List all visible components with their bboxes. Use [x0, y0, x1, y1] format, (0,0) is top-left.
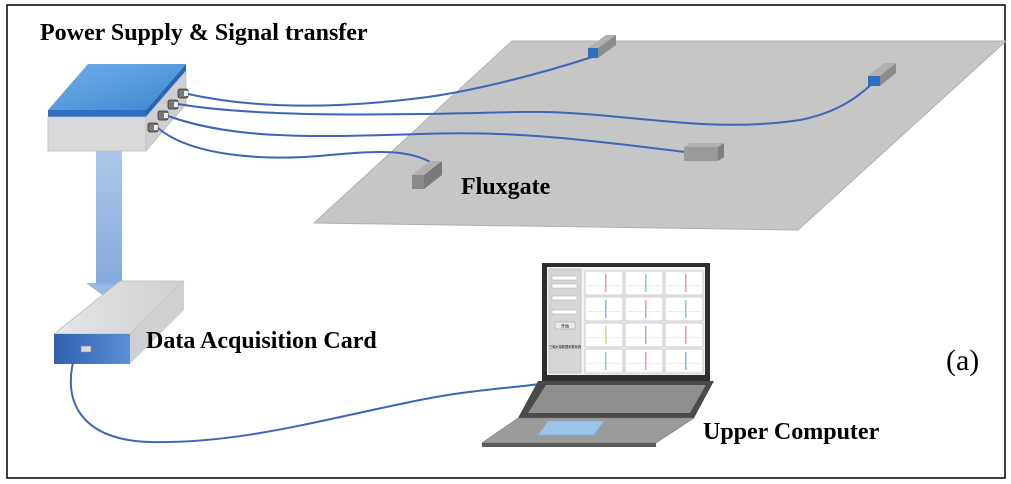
- sensor-plate: [312, 40, 1008, 231]
- fluxgate-sensor-3: [684, 143, 724, 161]
- screen-plot-tile: [624, 270, 664, 296]
- screen-plot-tile: [584, 270, 624, 296]
- fluxgate-label: Fluxgate: [461, 174, 551, 200]
- screen-plot-tile: [664, 296, 704, 322]
- connector-2: [167, 99, 179, 110]
- screen-plot-tile: [664, 348, 704, 374]
- screen-start-label: 开始: [561, 323, 569, 329]
- laptop: 开始 三轴大量数据采集系统: [481, 263, 714, 447]
- screen-plot-tile: [624, 296, 664, 322]
- upper-computer-label: Upper Computer: [703, 419, 880, 445]
- cable-sensor-2: [177, 82, 874, 126]
- connector-1: [177, 88, 189, 99]
- cable-sensor-3: [167, 115, 687, 153]
- screen-status-label: 三轴大量数据采集系统: [549, 344, 582, 349]
- cable-sensor-1: [187, 56, 593, 107]
- screen-plot-tile: [584, 296, 624, 322]
- panel-tag: (a): [946, 344, 979, 377]
- cable-daq-to-computer: [69, 351, 541, 444]
- fluxgate-sensor-1: [588, 35, 616, 58]
- screen-plot-grid: [584, 270, 704, 374]
- fluxgate-sensor-4: [412, 161, 442, 189]
- screen-start-button: [554, 321, 576, 330]
- figure-border: [6, 4, 1006, 479]
- power-supply-label: Power Supply & Signal transfer: [40, 20, 368, 46]
- screen-plot-tile: [624, 322, 664, 348]
- laptop-touchpad: [537, 420, 605, 436]
- daq-port: [80, 345, 92, 353]
- fluxgate-sensor-2: [868, 63, 896, 86]
- signal-cables: [69, 56, 874, 444]
- screen-plot-tile: [664, 270, 704, 296]
- power-supply-box: [47, 64, 189, 153]
- screen-plot-tile: [584, 348, 624, 374]
- cable-sensor-4: [157, 127, 433, 164]
- daq-card-label: Data Acquisition Card: [146, 328, 377, 354]
- screen-plot-tile: [624, 348, 664, 374]
- power-to-daq-link: [86, 150, 132, 300]
- daq-card: [52, 280, 185, 364]
- screen-plot-tile: [664, 322, 704, 348]
- connector-3: [157, 110, 169, 121]
- screen-plot-tile: [584, 322, 624, 348]
- connector-4: [147, 122, 159, 133]
